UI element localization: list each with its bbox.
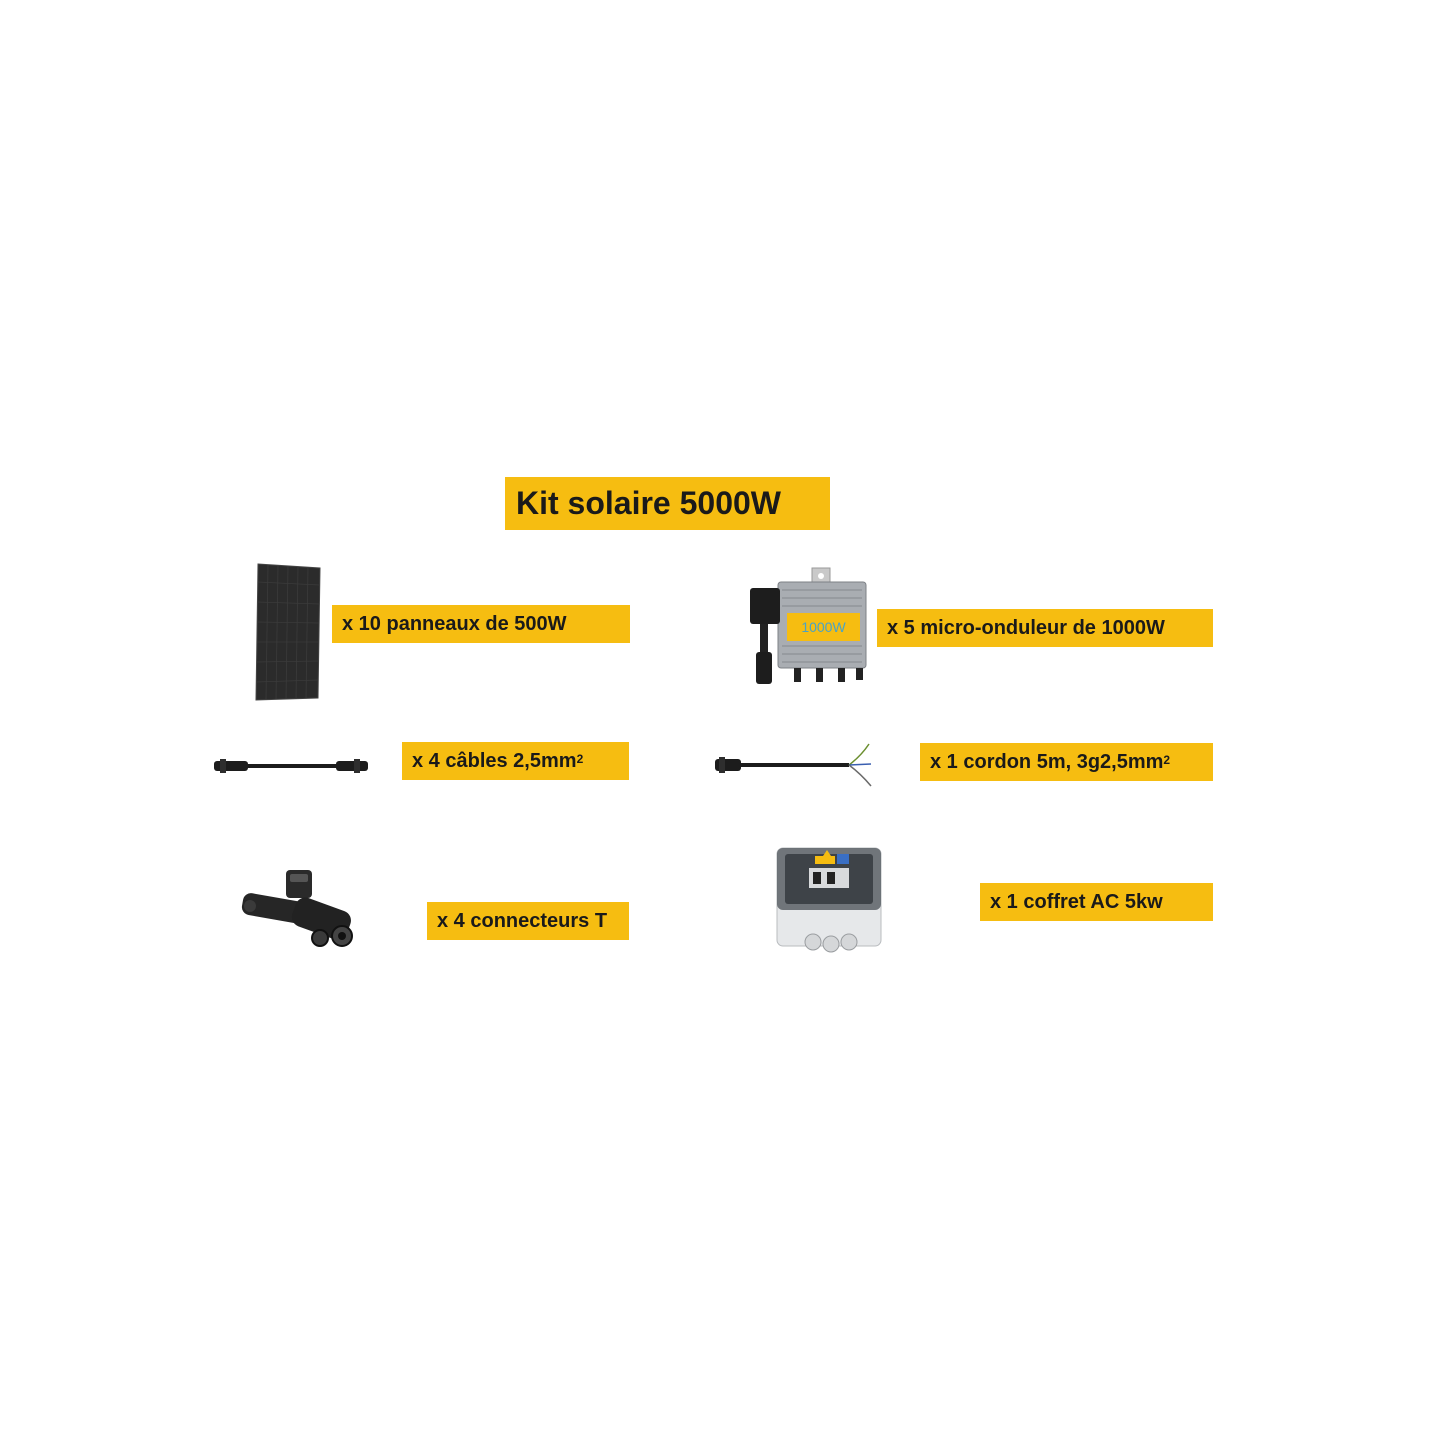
t-connector-icon	[238, 866, 360, 958]
power-rating-badge: 1000W	[787, 613, 860, 641]
power-cord-icon	[713, 742, 875, 788]
solar-panel-icon	[254, 562, 324, 702]
page-title: Kit solaire 5000W	[505, 477, 830, 530]
micro-inverter-label: x 5 micro-onduleur de 1000W	[877, 609, 1213, 647]
ac-box-icon	[765, 840, 890, 962]
micro-inverter-icon	[746, 566, 868, 690]
ac-box-label: x 1 coffret AC 5kw	[980, 883, 1213, 921]
panels-label: x 10 panneaux de 500W	[332, 605, 630, 643]
solar-cable-icon	[212, 755, 372, 777]
t-connectors-label: x 4 connecteurs T	[427, 902, 629, 940]
